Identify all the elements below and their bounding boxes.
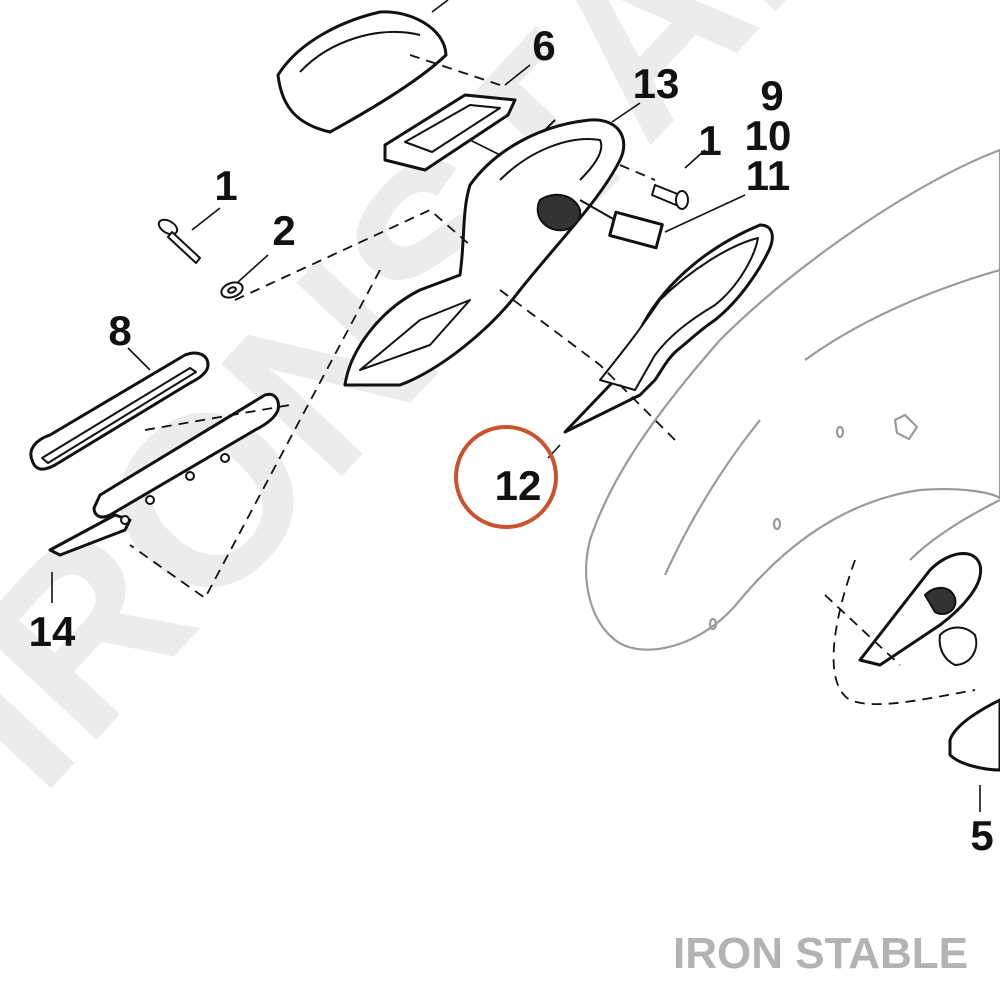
part-6-lens-base bbox=[383, 93, 517, 172]
callout-1-left: 1 bbox=[214, 162, 237, 209]
part-14-light-bar bbox=[48, 392, 280, 557]
callout-13: 13 bbox=[633, 60, 680, 107]
wiring-connector bbox=[579, 199, 664, 250]
callout-2: 2 bbox=[272, 207, 295, 254]
part-1-bolt-left bbox=[157, 218, 201, 264]
part-12-gasket bbox=[563, 223, 774, 434]
callout-5: 5 bbox=[970, 812, 993, 859]
callout-14: 14 bbox=[29, 608, 76, 655]
part-13-housing bbox=[343, 118, 626, 387]
callout-6: 6 bbox=[532, 22, 555, 69]
callout-12: 12 bbox=[495, 462, 542, 509]
part-8-lens bbox=[29, 351, 210, 471]
brand-logo-text: IRON STABLE bbox=[673, 929, 968, 978]
part-1-bolt-right bbox=[651, 184, 689, 210]
part-2-washer bbox=[220, 281, 244, 299]
callout-11: 11 bbox=[746, 152, 790, 199]
part-5-bracket bbox=[858, 552, 1000, 772]
callout-1-right: 1 bbox=[698, 117, 721, 164]
callout-8: 8 bbox=[108, 307, 131, 354]
highlight-circle bbox=[454, 425, 558, 529]
rear-fender bbox=[585, 148, 1000, 651]
callout-9: 9 bbox=[760, 72, 783, 119]
top-seat-cover bbox=[276, 0, 449, 134]
callout-10: 10 bbox=[745, 112, 792, 159]
